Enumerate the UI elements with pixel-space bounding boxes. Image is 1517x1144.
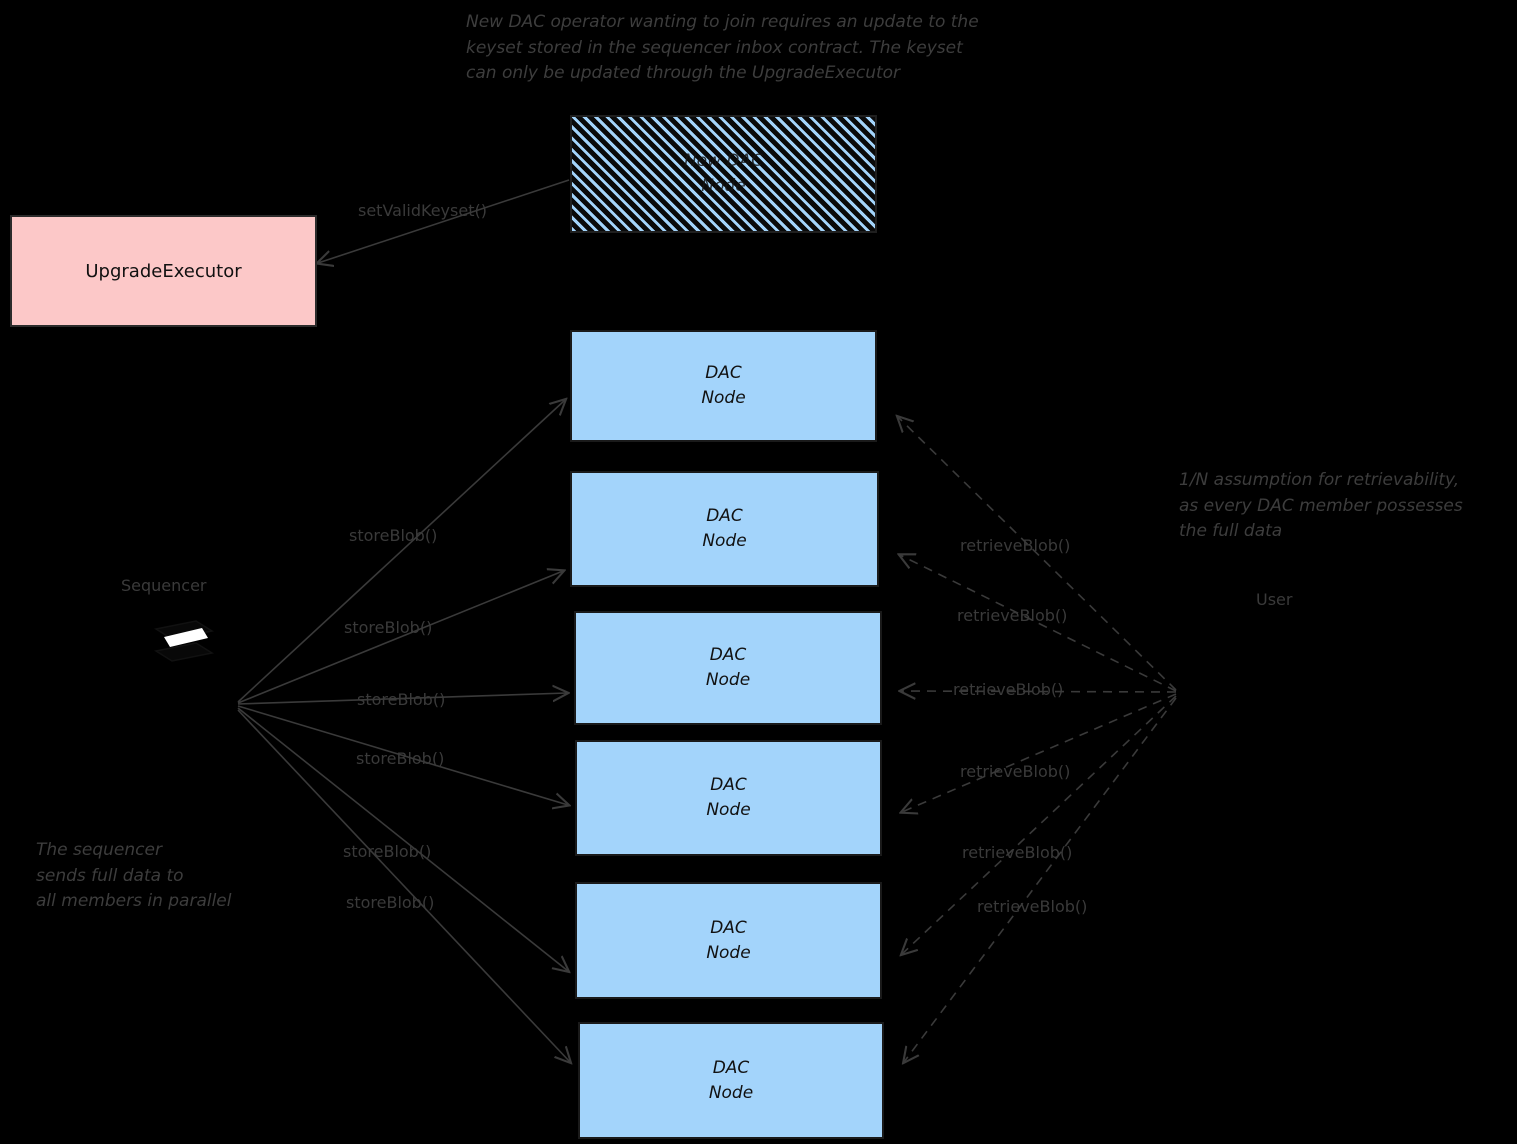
edge-label-store-blob-5: storeBlob() [343, 842, 432, 861]
note-right-assumption: 1/N assumption for retrievability, as ev… [1179, 470, 1463, 541]
dac-node-label-1: DAC Node [701, 363, 746, 408]
dac-node-box-6[interactable]: DAC Node [578, 1022, 884, 1139]
new-dac-node-label: New DAC Node [683, 151, 764, 196]
edge-label-retrieve-blob-4: retrieveBlob() [960, 762, 1071, 781]
dac-node-box-4[interactable]: DAC Node [575, 740, 882, 856]
edge-retrieve-blob-2 [900, 555, 1177, 692]
dac-node-box-2[interactable]: DAC Node [570, 471, 879, 587]
dac-node-label-3: DAC Node [705, 645, 751, 690]
actor-label-user: User [1256, 590, 1293, 609]
dac-node-label-5: DAC Node [706, 917, 751, 963]
edge-store-blob-5 [237, 707, 568, 971]
edge-label-retrieve-blob-3: retrieveBlob() [953, 680, 1064, 699]
edge-label-store-blob-2: storeBlob() [344, 618, 433, 637]
dac-node-label-4: DAC Node [706, 775, 751, 820]
edge-retrieve-blob-3 [901, 691, 1177, 692]
note-top: New DAC operator wanting to join require… [466, 12, 979, 83]
actor-label-sequencer: Sequencer [121, 576, 207, 595]
sequencer-icon [154, 620, 214, 662]
edge-retrieve-blob-6 [904, 697, 1177, 1062]
dac-node-box-5[interactable]: DAC Node [575, 882, 882, 999]
dac-node-label-6: DAC Node [708, 1057, 754, 1103]
edge-label-set-valid-keyset: setValidKeyset() [358, 201, 487, 220]
new-dac-node-box[interactable]: New DAC Node [570, 115, 877, 233]
edge-retrieve-blob-4 [902, 693, 1177, 812]
edge-store-blob-1 [237, 400, 565, 703]
edge-label-retrieve-blob-1: retrieveBlob() [960, 536, 1071, 555]
upgrade-executor-label: UpgradeExecutor [85, 260, 242, 282]
edge-label-store-blob-3: storeBlob() [357, 690, 446, 709]
edge-set-valid-keyset [318, 179, 570, 263]
edge-label-retrieve-blob-2: retrieveBlob() [957, 606, 1068, 625]
dac-node-box-3[interactable]: DAC Node [574, 611, 882, 725]
note-bottom-left: The sequencer sends full data to all mem… [36, 840, 232, 911]
edge-store-blob-2 [237, 571, 563, 704]
edge-retrieve-blob-1 [898, 417, 1177, 691]
edge-label-retrieve-blob-5: retrieveBlob() [962, 843, 1073, 862]
edge-label-retrieve-blob-6: retrieveBlob() [977, 897, 1088, 916]
upgrade-executor-box[interactable]: UpgradeExecutor [10, 215, 317, 327]
edge-store-blob-4 [237, 705, 568, 805]
edge-store-blob-6 [237, 709, 570, 1062]
edge-label-store-blob-4: storeBlob() [356, 749, 445, 768]
dac-node-box-1[interactable]: DAC Node [570, 330, 877, 442]
edge-label-store-blob-1: storeBlob() [349, 526, 438, 545]
edge-label-store-blob-6: storeBlob() [346, 893, 435, 912]
dac-node-label-2: DAC Node [702, 506, 747, 551]
edge-store-blob-3 [237, 693, 567, 705]
